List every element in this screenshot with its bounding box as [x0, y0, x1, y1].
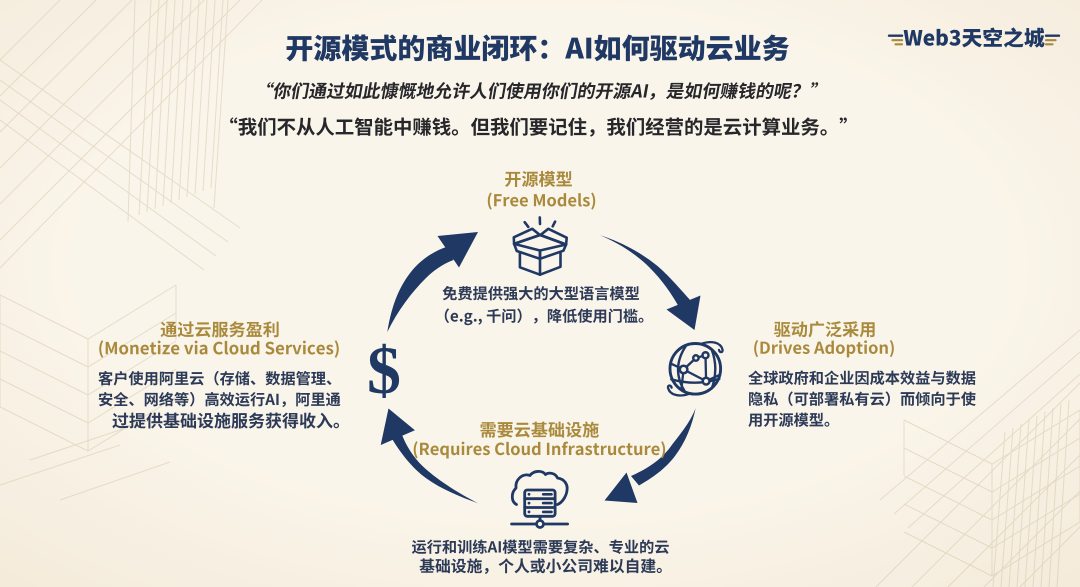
- svg-text:$: $: [367, 332, 401, 408]
